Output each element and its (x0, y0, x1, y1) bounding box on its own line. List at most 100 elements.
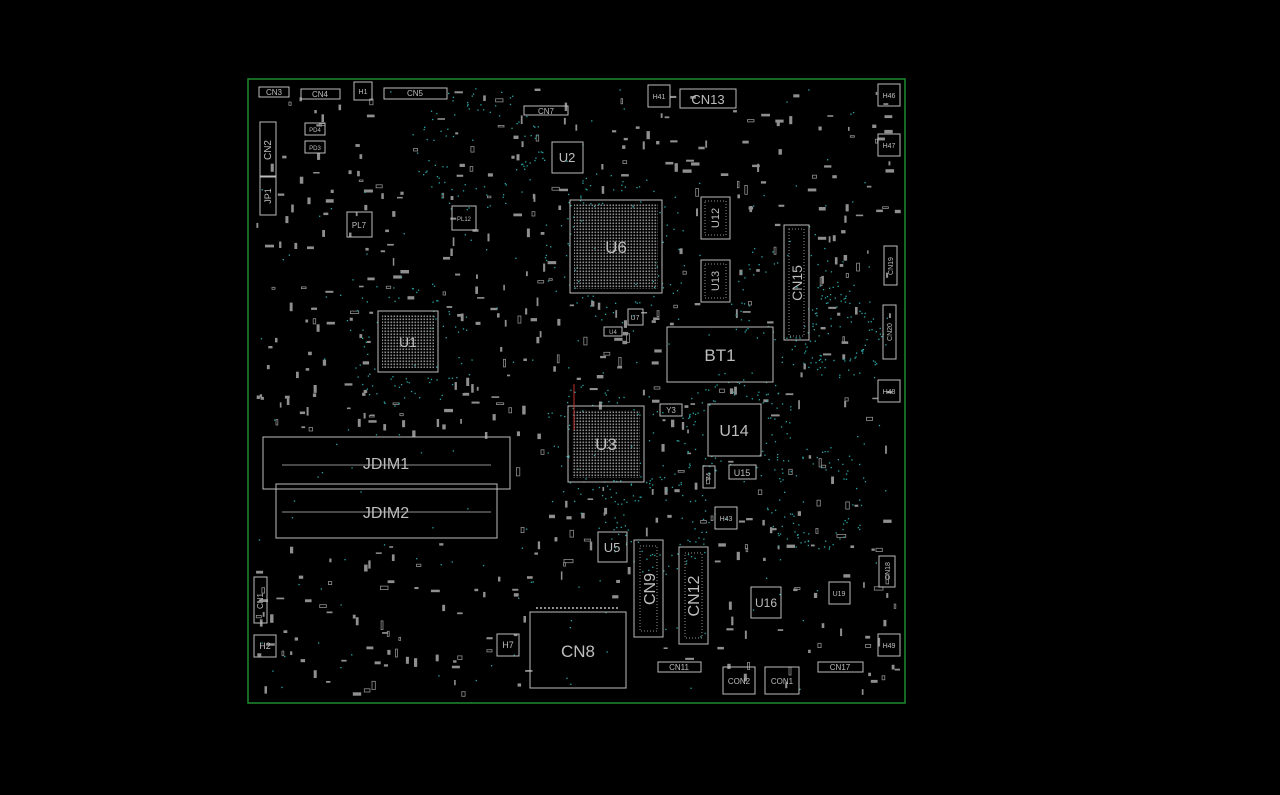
hole-h49[interactable]: H49 (877, 633, 901, 657)
component-u13[interactable]: U13 (700, 259, 731, 303)
via (716, 384, 718, 386)
via (858, 302, 861, 304)
passive-pad (517, 683, 522, 687)
component-pd4[interactable]: PD4 (304, 122, 326, 136)
passive-pad (341, 659, 347, 662)
passive-pad (671, 419, 675, 428)
via (359, 364, 361, 366)
connector-cn20[interactable]: CN20 (882, 304, 897, 360)
passive-pad (832, 175, 837, 179)
passive-pad (391, 554, 395, 561)
hole-h7[interactable]: H7 (496, 633, 520, 657)
connector-cn17[interactable]: CN17 (817, 661, 864, 673)
component-jdim2[interactable]: JDIM2 (275, 483, 498, 539)
via (668, 343, 670, 345)
connector-con1[interactable]: CON1 (764, 666, 800, 695)
hole-h2[interactable]: H2 (253, 634, 277, 658)
passive-pad (875, 91, 878, 95)
via (659, 212, 661, 214)
via (829, 299, 831, 301)
component-u5[interactable]: U5 (597, 531, 628, 563)
passive-pad (563, 117, 566, 125)
component-cn8[interactable]: CN8 (529, 607, 627, 689)
component-pl7[interactable]: PL7 (346, 211, 373, 238)
small-parts-layer (255, 88, 901, 697)
passive-pad (370, 414, 375, 416)
connector-cn5[interactable]: CN5 (383, 87, 448, 100)
component-jp1[interactable]: JP1 (259, 176, 277, 216)
component-cn15[interactable]: CN15 (783, 224, 810, 341)
component-bt1[interactable]: BT1 (666, 326, 774, 383)
via (569, 627, 571, 629)
via (886, 317, 888, 319)
connector-cn2[interactable]: CN2 (259, 121, 277, 177)
component-jdim1[interactable]: JDIM1 (262, 436, 511, 490)
hole-h1[interactable]: H1 (353, 81, 373, 101)
hole-h41[interactable]: H41 (647, 84, 671, 108)
passive-pad (387, 580, 395, 584)
component-pd3[interactable]: PD3 (304, 140, 326, 154)
component-u7[interactable]: U7 (627, 308, 644, 326)
via (642, 571, 644, 573)
passive-pad (884, 129, 893, 134)
connector-cn7[interactable]: CN7 (523, 105, 569, 116)
component-y3[interactable]: Y3 (659, 403, 683, 417)
connector-cn1[interactable]: CN1 (253, 576, 268, 624)
component-u12[interactable]: U12 (700, 196, 731, 240)
via (845, 297, 847, 299)
hole-h43[interactable]: H43 (714, 506, 738, 530)
via (735, 314, 737, 316)
component-u15[interactable]: U15 (728, 464, 757, 480)
via (427, 377, 429, 379)
component-cn9[interactable]: CN9 (633, 539, 664, 638)
via (521, 191, 523, 193)
component-y4[interactable]: Y4 (702, 465, 716, 489)
via (468, 374, 471, 376)
passive-pad (526, 228, 530, 238)
via (804, 325, 806, 328)
via (406, 381, 408, 383)
via (844, 301, 847, 303)
connector-cn4[interactable]: CN4 (300, 88, 341, 100)
via (694, 448, 697, 451)
hole-h47[interactable]: H47 (877, 133, 901, 157)
via (748, 319, 750, 322)
passive-pad (739, 269, 743, 276)
via (689, 463, 691, 465)
label-cn3: CN3 (266, 88, 283, 97)
component-u3[interactable]: U3 (567, 405, 645, 483)
passive-pad (696, 208, 698, 217)
component-pl12[interactable]: PL12 (451, 205, 477, 231)
connector-cn18[interactable]: CN18 (878, 555, 896, 588)
via (490, 665, 493, 667)
passive-pad (516, 431, 520, 437)
component-u16[interactable]: U16 (750, 586, 782, 619)
connector-cn19[interactable]: CN19 (883, 245, 898, 286)
component-cn13[interactable]: CN13 (679, 88, 737, 109)
connector-con2[interactable]: CON2 (722, 666, 756, 695)
passive-pad (700, 520, 707, 524)
via (475, 188, 477, 190)
component-u4[interactable]: U4 (603, 326, 623, 337)
via (666, 235, 668, 237)
component-u1[interactable]: U1 (377, 310, 439, 373)
via (765, 394, 768, 396)
component-cn12[interactable]: CN12 (678, 546, 709, 645)
via (827, 302, 829, 304)
hole-h46[interactable]: H46 (877, 83, 901, 107)
via (775, 384, 777, 387)
hole-h48[interactable]: H48 (877, 379, 901, 403)
via (870, 321, 872, 323)
component-u19[interactable]: U19 (828, 581, 851, 605)
via (820, 298, 822, 300)
passive-pad (537, 433, 541, 440)
component-u2[interactable]: U2 (551, 141, 584, 174)
connector-cn11[interactable]: CN11 (657, 661, 702, 673)
via (811, 357, 813, 359)
component-u6[interactable]: U6 (569, 199, 663, 294)
connector-cn3[interactable]: CN3 (258, 86, 290, 98)
passive-pad (747, 662, 750, 670)
passive-pad (564, 102, 568, 111)
component-u14[interactable]: U14 (707, 403, 762, 457)
